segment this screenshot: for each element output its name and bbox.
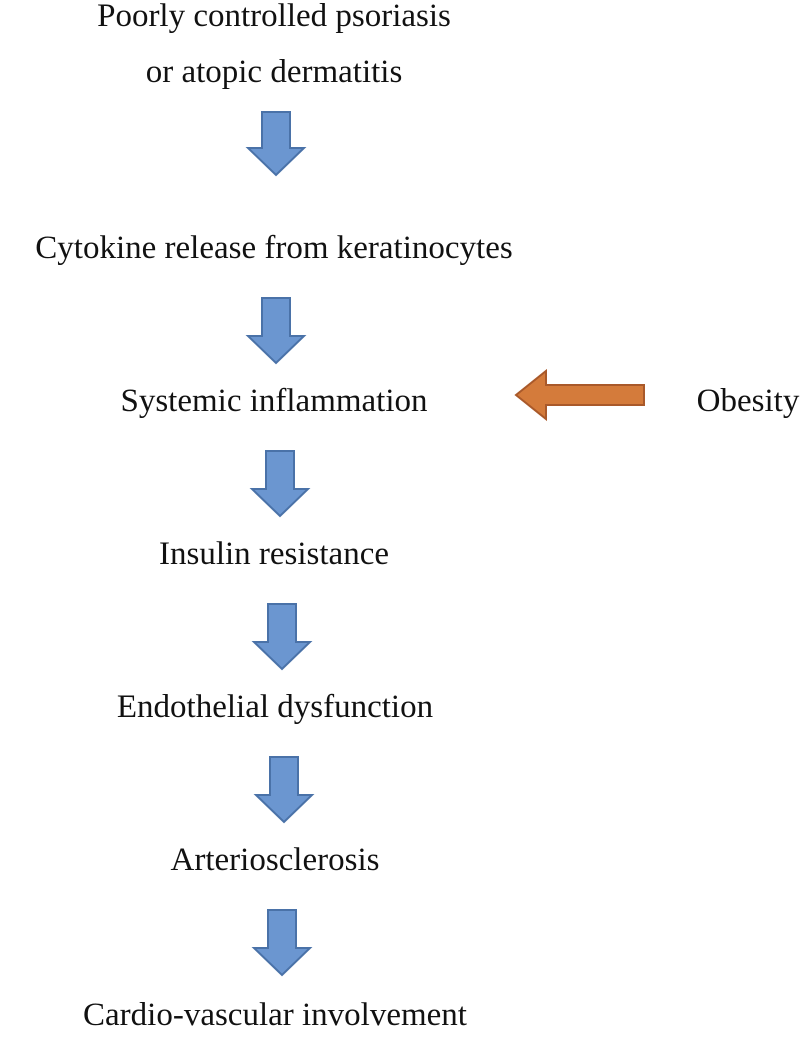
arrow-arteriosclerosis-to-cardio	[251, 909, 313, 977]
arrow-inflammation-to-insulin	[249, 450, 311, 518]
node-inflammation-line-1: Systemic inflammation	[120, 383, 428, 419]
node-insulin: Insulin resistance	[159, 526, 389, 582]
node-cardio: Cardio-vascular involvement	[83, 987, 467, 1043]
arrow-obesity-to-inflammation	[514, 368, 645, 422]
node-arteriosclerosis-line-1: Arteriosclerosis	[170, 842, 380, 878]
node-endothelial-line-1: Endothelial dysfunction	[116, 689, 434, 725]
node-cytokine: Cytokine release from keratinocytes	[35, 220, 512, 276]
node-insulin-line-1: Insulin resistance	[158, 536, 390, 572]
node-psoriasis-line-2: or atopic dermatitis	[145, 54, 403, 90]
node-psoriasis: Poorly controlled psoriasis or atopic de…	[97, 0, 451, 100]
arrow-psoriasis-to-cytokine	[245, 111, 307, 177]
node-endothelial: Endothelial dysfunction	[117, 679, 433, 735]
node-psoriasis-line-1: Poorly controlled psoriasis	[97, 0, 451, 34]
arrow-insulin-to-endothelial	[251, 603, 313, 671]
node-cardio-line-1: Cardio-vascular involvement	[83, 997, 467, 1033]
node-obesity-line-1: Obesity	[696, 383, 800, 419]
arrow-endothelial-to-arteriosclerosis	[253, 756, 315, 824]
arrow-cytokine-to-inflammation	[245, 297, 307, 365]
node-cytokine-line-1: Cytokine release from keratinocytes	[35, 230, 513, 266]
node-inflammation: Systemic inflammation	[120, 373, 427, 429]
node-arteriosclerosis: Arteriosclerosis	[171, 832, 380, 888]
node-obesity: Obesity	[697, 373, 800, 429]
